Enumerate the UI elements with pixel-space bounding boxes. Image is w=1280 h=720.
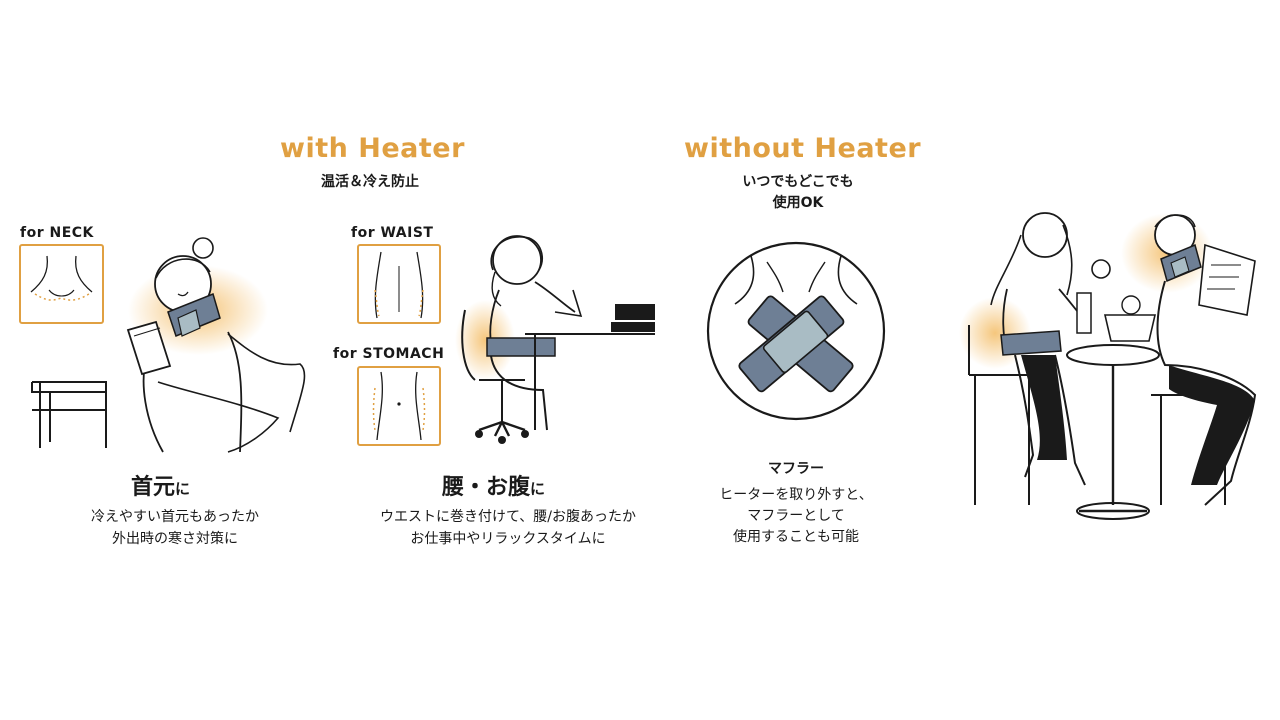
neck-desc-line2: 外出時の寒さ対策に [112,531,238,547]
waist-label: 腰・お腹に [442,469,545,501]
with-heater-subtitle: 温活＆冷え防止 [321,174,419,190]
neck-label: 首元に [131,469,190,501]
neck-diagram-box [19,244,104,324]
muffler-label: マフラー [768,461,824,477]
muffler-desc-line3: 使用することも可能 [733,529,859,545]
stomach-outline-icon [372,371,426,441]
neck-description: 冷えやすい首元もあったか 外出時の寒さ対策に [60,506,290,550]
neck-desc-line1: 冷えやすい首元もあったか [91,509,259,525]
waist-description: ウエストに巻き付けて、腰/お腹あったか お仕事中やリラックスタイムに [348,506,668,550]
waist-illustration [455,235,655,444]
neck-label-main: 首元 [131,475,176,500]
for-waist-tag: for WAIST [351,225,434,241]
without-heater-title: without Heater [684,133,922,164]
muffler-description: ヒーターを取り外すと、 マフラーとして 使用することも可能 [706,485,886,548]
without-heater-subtitle: いつでもどこでも 使用OK [718,172,878,214]
neck-outline-icon [30,255,93,301]
muffler-illustration [706,241,886,421]
back-outline-icon [374,251,424,319]
waist-label-main: 腰・お腹 [442,475,531,500]
waist-desc-line1: ウエストに巻き付けて、腰/お腹あったか [379,509,637,525]
stomach-diagram-box [357,366,441,446]
muffler-desc-line1: ヒーターを取り外すと、 [719,487,873,503]
waist-desc-line2: お仕事中やリラックスタイムに [410,531,606,547]
waist-diagram-box [357,244,441,324]
muffler-desc-line2: マフラーとして [747,508,845,524]
for-neck-tag: for NECK [20,225,94,241]
without-heater-subtitle-line2: 使用OK [772,195,824,211]
neck-label-suffix: に [175,480,191,498]
waist-label-suffix: に [530,480,546,498]
cafe-illustration [959,212,1257,520]
with-heater-title: with Heater [280,133,465,164]
neck-illustration [31,237,306,453]
without-heater-subtitle-line1: いつでもどこでも [742,174,854,190]
for-stomach-tag: for STOMACH [333,346,445,362]
